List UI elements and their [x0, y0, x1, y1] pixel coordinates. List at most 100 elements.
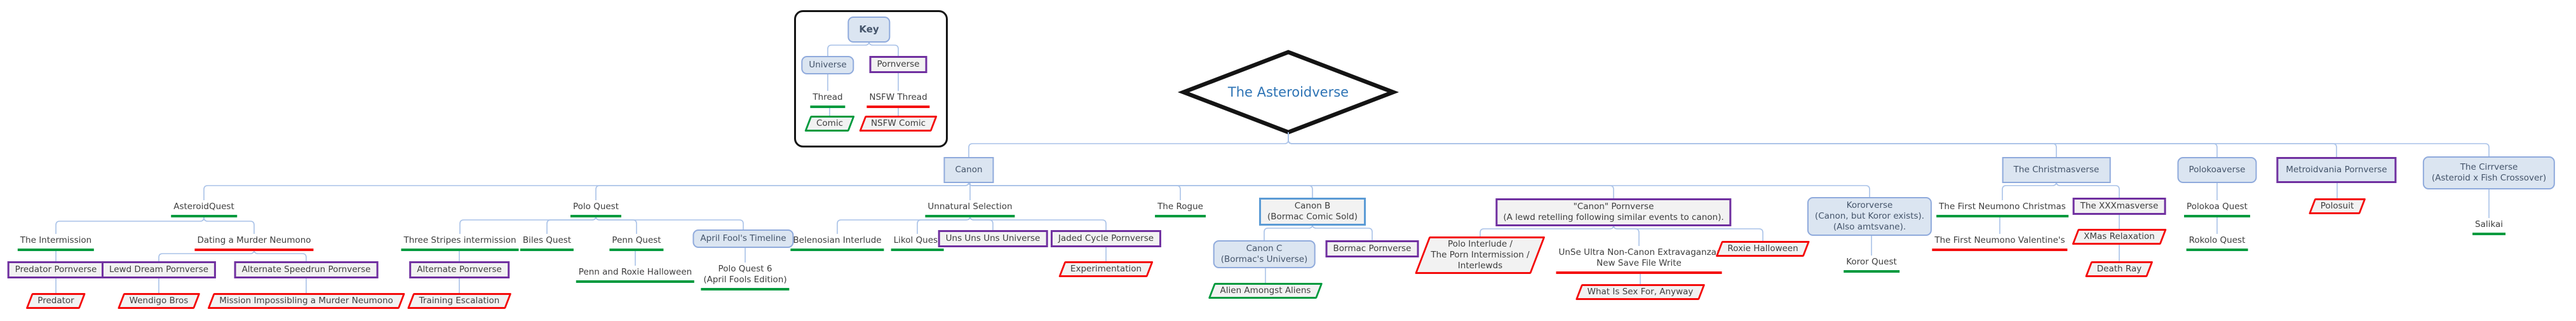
node-label: (Bormac's Universe): [1220, 254, 1308, 264]
node-label: The Christmasverse: [2013, 165, 2100, 175]
node-canon: Canon: [943, 157, 994, 183]
node-first-neumono-valentines: The First Neumono Valentine's: [1932, 234, 2068, 251]
node-label: (Bormac Comic Sold): [1267, 211, 1358, 222]
node-label: "Canon" Pornverse: [1573, 201, 1654, 212]
node-label: Polo Quest 6: [718, 264, 772, 274]
connector: [158, 249, 255, 261]
node-dating-a-murder-neumono: Dating a Murder Neumono: [194, 234, 314, 251]
connector: [968, 181, 1313, 198]
node-label: Jaded Cycle Pornverse: [1058, 233, 1154, 243]
node-asteroid-quest: AsteroidQuest: [171, 200, 237, 217]
node-label: Penn and Roxie Halloween: [578, 267, 692, 277]
node-likol-quest: Likol Quest: [891, 234, 944, 251]
node-rokolo-quest: Rokolo Quest: [2186, 234, 2248, 251]
node-belenosian-interlude: Belenosian Interlude: [790, 234, 884, 251]
node-jaded-cycle-pornverse: Jaded Cycle Pornverse: [1050, 230, 1162, 247]
node-label: Polokoaverse: [2188, 165, 2246, 175]
node-label: Key: [859, 24, 879, 35]
node-xmas-relaxation: XMas Relaxation: [2071, 229, 2168, 245]
parallelogram-shape: [1575, 284, 1706, 300]
node-label: Three Stripes intermission: [403, 235, 516, 245]
connector: [968, 132, 1289, 157]
node-canon-b: Canon B(Bormac Comic Sold): [1259, 198, 1366, 226]
node-key-thread: Thread: [810, 91, 846, 108]
node-key-nsfw-thread: NSFW Thread: [867, 91, 930, 108]
node-label: Canon B: [1294, 201, 1331, 211]
node-penn-quest: Penn Quest: [609, 234, 664, 251]
connector: [546, 215, 597, 234]
node-polo-interlude: Polo Interlude /The Porn Intermission /I…: [1415, 236, 1546, 274]
connector: [595, 215, 744, 229]
node-penn-and-roxie-halloween: Penn and Roxie Halloween: [576, 266, 695, 283]
connector: [1613, 224, 1640, 246]
node-label: The Rogue: [1157, 201, 1203, 212]
node-label: (April Fools Edition): [703, 274, 787, 285]
parallelogram-shape: [2084, 261, 2154, 277]
connector: [203, 217, 255, 234]
node-label: Alternate Speedrun Pornverse: [241, 264, 371, 275]
node-cirrverse: The Cirrverse(Asteroid x Fish Crossover): [2422, 156, 2556, 189]
node-label: April Fool's Timeline: [700, 233, 786, 243]
node-the-intermission: The Intermission: [17, 234, 95, 251]
node-training-escalation: Training Escalation: [407, 293, 513, 309]
node-label: Salikai: [2475, 219, 2503, 229]
parallelogram-shape: [25, 293, 86, 309]
node-koror-quest: Koror Quest: [1844, 256, 1899, 273]
node-metroidvania-pornverse: Metroidvania Pornverse: [2276, 157, 2397, 183]
node-polokoaverse: Polokoaverse: [2177, 157, 2257, 183]
node-first-neumono-christmas: The First Neumono Christmas: [1936, 200, 2068, 217]
node-label: The XXXmasverse: [2080, 201, 2159, 211]
node-key-pornverse: Pornverse: [869, 56, 927, 73]
node-what-is-sex-for: What Is Sex For, Anyway: [1575, 284, 1706, 300]
node-christmasverse: The Christmasverse: [2002, 157, 2111, 183]
connector: [1264, 224, 1313, 240]
node-xxxmasverse: The XXXmasverse: [2072, 198, 2166, 215]
parallelogram-shape: [407, 293, 512, 309]
node-polokoa-quest: Polokoa Quest: [2184, 200, 2250, 217]
node-predator: Predator: [25, 293, 86, 309]
node-salikai: Salikai: [2472, 218, 2505, 235]
node-label: The First Neumono Valentine's: [1934, 235, 2065, 245]
node-mission-impossibling: Mission Impossibling a Murder Neumono: [206, 293, 406, 309]
node-label: Rokolo Quest: [2188, 235, 2246, 245]
node-label: Unnatural Selection: [927, 201, 1013, 212]
connector: [595, 181, 969, 200]
node-lewd-dream-pornverse: Lewd Dream Pornverse: [101, 261, 217, 278]
node-label: Polokoa Quest: [2187, 201, 2248, 212]
connector: [969, 215, 1107, 230]
parallelogram-shape: [1058, 261, 1154, 277]
connector: [1288, 132, 2057, 157]
node-label: The Intermission: [20, 235, 92, 245]
node-label: Thread: [813, 92, 843, 102]
node-roxie-halloween: Roxie Halloween: [1715, 241, 1811, 257]
connector: [1312, 224, 1373, 240]
node-label: The Asteroidverse: [1227, 85, 1349, 100]
node-label: Koror Quest: [1846, 257, 1897, 267]
node-key-universe: Universe: [801, 56, 854, 74]
connector: [1288, 132, 2337, 157]
node-label: (Asteroid x Fish Crossover): [2431, 172, 2547, 183]
node-label: AsteroidQuest: [173, 201, 234, 212]
node-label: UnSe Ultra Non-Canon Extravaganza:: [1558, 247, 1720, 257]
parallelogram-shape: [1415, 236, 1546, 274]
node-unnatural-selection: Unnatural Selection: [925, 200, 1015, 217]
node-alternate-pornverse: Alternate Pornverse: [409, 261, 509, 278]
node-wendigo-bros: Wendigo Bros: [117, 293, 201, 309]
connector: [595, 215, 637, 234]
node-label: Uns Uns Uns Universe: [945, 233, 1041, 243]
node-polosuit: Polosuit: [2308, 198, 2367, 214]
connector: [2056, 181, 2120, 198]
node-canon-c: Canon C(Bormac's Universe): [1213, 240, 1316, 268]
connector: [1288, 132, 2490, 156]
node-alien-amongst-aliens: Alien Amongst Aliens: [1208, 283, 1324, 299]
node-predator-pornverse: Predator Pornverse: [7, 261, 105, 278]
connector: [459, 215, 597, 234]
node-kororverse: Kororverse(Canon, but Koror exists).(Als…: [1807, 197, 1932, 236]
node-label: Kororverse: [1846, 200, 1893, 210]
parallelogram-shape: [1715, 241, 1811, 257]
node-three-stripes-intermission: Three Stripes intermission: [401, 234, 519, 251]
node-canon-pornverse: "Canon" Pornverse(A lewd retelling follo…: [1495, 198, 1732, 226]
parallelogram-shape: [1208, 283, 1323, 299]
connector: [2002, 181, 2057, 200]
node-label: NSFW Thread: [869, 92, 927, 102]
